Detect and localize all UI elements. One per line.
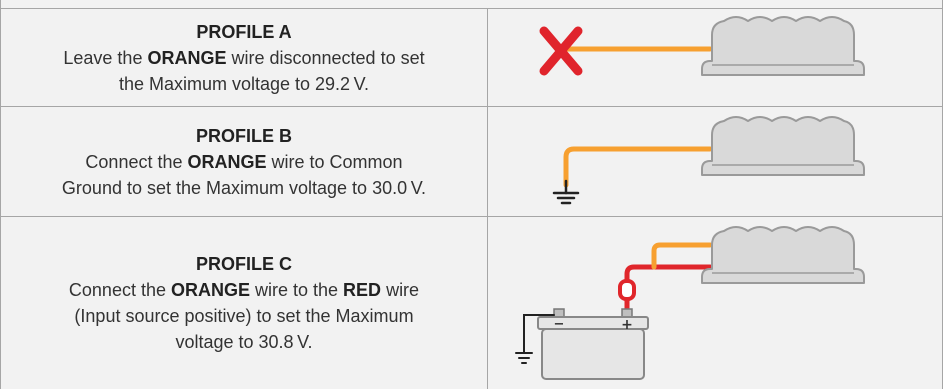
orange-wire xyxy=(563,146,713,188)
battery-negative-label: − xyxy=(554,317,565,332)
battery-positive-label: + xyxy=(621,317,633,333)
orange-wire xyxy=(651,242,713,270)
profile-b-text-cell: PROFILE B Connect the ORANGE wire to Com… xyxy=(1,107,488,216)
profile-a-text-cell: PROFILE A Leave the ORANGE wire disconne… xyxy=(1,9,488,106)
profile-b-line2: Ground to set the Maximum voltage to 30.… xyxy=(61,177,427,198)
red-wire xyxy=(624,264,713,316)
device-icon xyxy=(701,16,865,76)
profile-c-svg: − + xyxy=(515,226,865,380)
profile-c-line1-mid: wire to the xyxy=(250,280,344,300)
profile-c-line3: voltage to 30.8 V. xyxy=(175,332,313,352)
profile-c-line1-post: wire xyxy=(381,280,420,300)
disconnected-cross-icon xyxy=(539,26,583,76)
profile-c-diagram: − + xyxy=(488,217,942,389)
device-icon xyxy=(701,226,865,284)
profile-c-line2: (Input source positive) to set the Maxim… xyxy=(74,306,414,326)
profile-a-row: PROFILE A Leave the ORANGE wire disconne… xyxy=(1,8,942,106)
profile-a-line1-post: wire disconnected to set xyxy=(226,47,425,68)
battery-icon: − + xyxy=(537,308,649,380)
profile-b-orange-label: ORANGE xyxy=(187,151,267,172)
profile-a-orange-label: ORANGE xyxy=(147,47,227,68)
profile-a-svg xyxy=(539,16,865,76)
profile-c-text-cell: PROFILE C Connect the ORANGE wire to the… xyxy=(1,217,488,389)
profile-c-title: PROFILE C xyxy=(195,254,292,274)
profile-b-line1-post: wire to Common xyxy=(266,151,403,172)
profile-c-red-label: RED xyxy=(343,280,382,300)
profile-b-row: PROFILE B Connect the ORANGE wire to Com… xyxy=(1,106,942,216)
profile-b-line1-pre: Connect the xyxy=(85,151,188,172)
profile-a-title: PROFILE A xyxy=(196,21,292,42)
profile-c-line1-pre: Connect the xyxy=(68,280,171,300)
ground-icon xyxy=(515,314,555,364)
profile-c-orange-label: ORANGE xyxy=(170,280,250,300)
profile-c-row: PROFILE C Connect the ORANGE wire to the… xyxy=(1,216,942,389)
profile-a-line2: the Maximum voltage to 29.2 V. xyxy=(118,73,370,94)
profile-b-svg xyxy=(552,116,865,205)
profile-c-description: Connect the ORANGE wire to the RED wire … xyxy=(49,277,439,355)
device-icon xyxy=(701,116,865,176)
ground-icon xyxy=(552,179,580,205)
profile-a-diagram xyxy=(488,9,942,106)
profile-a-description: Leave the ORANGE wire disconnected to se… xyxy=(43,45,444,97)
profile-a-line1-pre: Leave the xyxy=(63,47,148,68)
profile-b-description: Connect the ORANGE wire to Common Ground… xyxy=(42,149,446,201)
fuse-icon xyxy=(618,279,636,301)
profile-b-title: PROFILE B xyxy=(195,125,292,146)
profile-b-diagram xyxy=(488,107,942,216)
